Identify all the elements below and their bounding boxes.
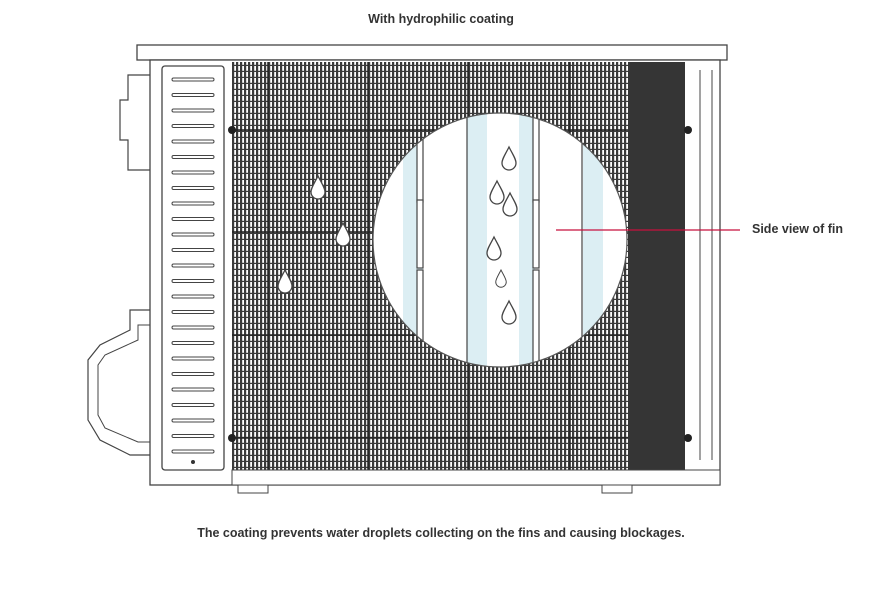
fin-magnifier	[373, 113, 627, 367]
louver-slat	[171, 170, 215, 175]
louver-slat	[171, 372, 215, 376]
louver-slat	[171, 356, 215, 361]
dark-coil-band	[628, 62, 685, 470]
louver-slat	[171, 232, 215, 237]
louver-slat	[171, 403, 215, 407]
top-lid	[136, 44, 728, 61]
side-louver-panel	[161, 65, 225, 471]
louver-slat	[171, 248, 215, 252]
louvers	[171, 77, 215, 454]
louver-slat	[171, 93, 215, 97]
louver-slat	[171, 155, 215, 159]
louver-slat	[171, 341, 215, 345]
diagram-title: With hydrophilic coating	[368, 12, 514, 26]
louver-slat	[171, 77, 215, 82]
louver-slat	[171, 124, 215, 128]
louver-slat	[171, 387, 215, 392]
louver-slat	[171, 217, 215, 221]
louver-slat	[171, 201, 215, 206]
louver-slat	[171, 139, 215, 144]
louver-slat	[171, 449, 215, 454]
louver-slat	[171, 186, 215, 190]
louver-slat	[171, 279, 215, 283]
callout-label: Side view of fin	[752, 222, 843, 236]
louver-slat	[171, 418, 215, 423]
louver-slat	[171, 294, 215, 299]
louver-slat	[171, 310, 215, 314]
caption: The coating prevents water droplets coll…	[197, 526, 685, 540]
louver-slat	[171, 108, 215, 113]
louver-slat	[171, 263, 215, 268]
louver-slat	[171, 434, 215, 438]
louver-slat	[171, 325, 215, 330]
